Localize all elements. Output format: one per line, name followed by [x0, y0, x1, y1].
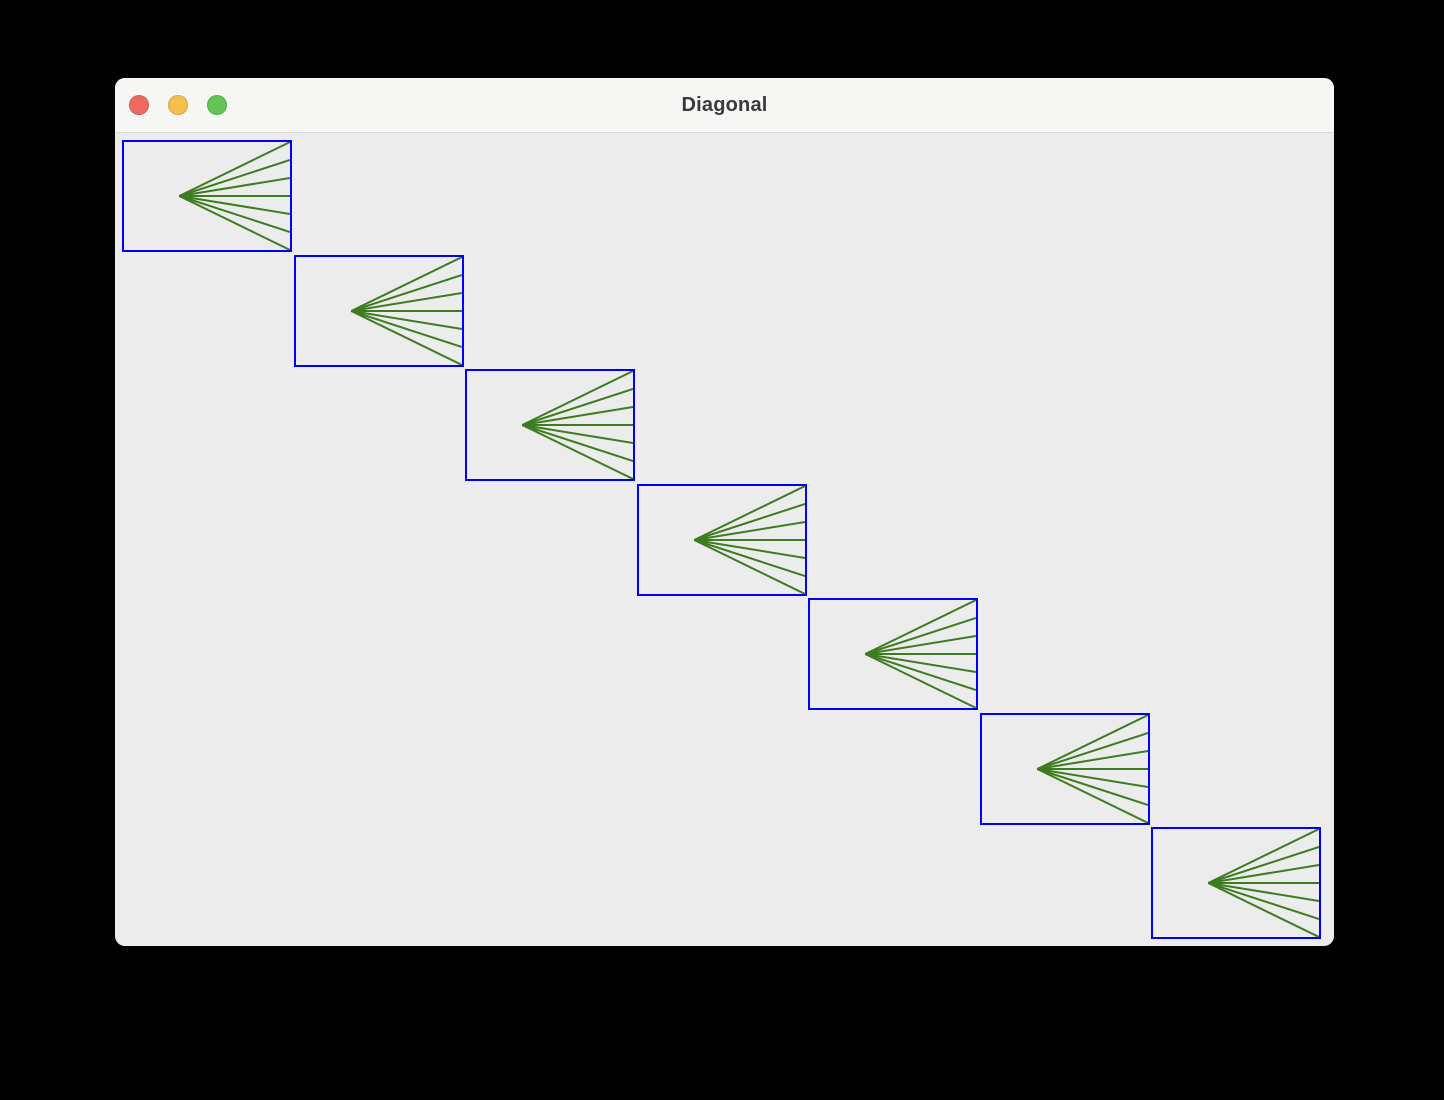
fan-line	[351, 310, 462, 330]
fan-line	[179, 159, 290, 197]
fan-line	[865, 635, 976, 655]
fan-line	[1208, 864, 1319, 884]
fan-line	[522, 424, 633, 444]
fan-line	[1208, 882, 1319, 902]
fan-line	[178, 142, 290, 197]
fan-line	[1207, 829, 1319, 884]
fan-line	[865, 653, 976, 673]
fan-lines	[521, 371, 633, 479]
fan-line	[179, 177, 290, 197]
fan-line	[1207, 882, 1319, 937]
fan-line	[864, 653, 976, 708]
fan-line	[1208, 882, 1319, 920]
fan-panel	[808, 598, 978, 710]
fan-line	[1208, 846, 1319, 884]
fan-line	[179, 195, 290, 215]
fan-lines	[350, 257, 462, 365]
fan-line	[1037, 768, 1148, 788]
fan-line	[694, 539, 805, 577]
fan-lines	[864, 600, 976, 708]
fan-panel	[1151, 827, 1321, 939]
fan-line	[521, 371, 633, 426]
fan-line	[351, 292, 462, 312]
fan-line	[522, 388, 633, 426]
fan-line	[694, 503, 805, 541]
fan-line	[865, 617, 976, 655]
fan-line	[1036, 715, 1148, 770]
window-title: Diagonal	[681, 93, 768, 116]
fan-line	[1037, 768, 1148, 806]
close-button[interactable]	[129, 95, 149, 115]
fan-line	[521, 424, 633, 479]
fan-lines	[1207, 829, 1319, 937]
fan-line	[693, 539, 805, 594]
app-window: Diagonal	[115, 78, 1334, 946]
fan-line	[693, 486, 805, 541]
fan-panel	[980, 713, 1150, 825]
fan-line	[865, 653, 976, 691]
fan-line	[351, 274, 462, 312]
fan-line	[1036, 768, 1148, 823]
fan-line	[694, 539, 805, 559]
fan-lines	[693, 486, 805, 594]
fan-line	[1037, 732, 1148, 770]
fan-line	[1037, 750, 1148, 770]
fan-line	[522, 424, 633, 462]
fan-line	[351, 310, 462, 348]
minimize-button[interactable]	[168, 95, 188, 115]
fan-line	[522, 406, 633, 426]
fan-panel	[465, 369, 635, 481]
fan-line	[694, 521, 805, 541]
fan-panel	[294, 255, 464, 367]
titlebar[interactable]: Diagonal	[115, 78, 1334, 133]
fan-line	[179, 195, 290, 233]
fan-lines	[1036, 715, 1148, 823]
fan-panel	[122, 140, 292, 252]
fan-lines	[178, 142, 290, 250]
fan-line	[178, 195, 290, 250]
zoom-button[interactable]	[207, 95, 227, 115]
fan-panel	[637, 484, 807, 596]
fan-line	[350, 310, 462, 365]
fan-line	[864, 600, 976, 655]
traffic-lights	[129, 78, 227, 132]
diagonal-canvas	[115, 78, 1334, 946]
fan-line	[350, 257, 462, 312]
